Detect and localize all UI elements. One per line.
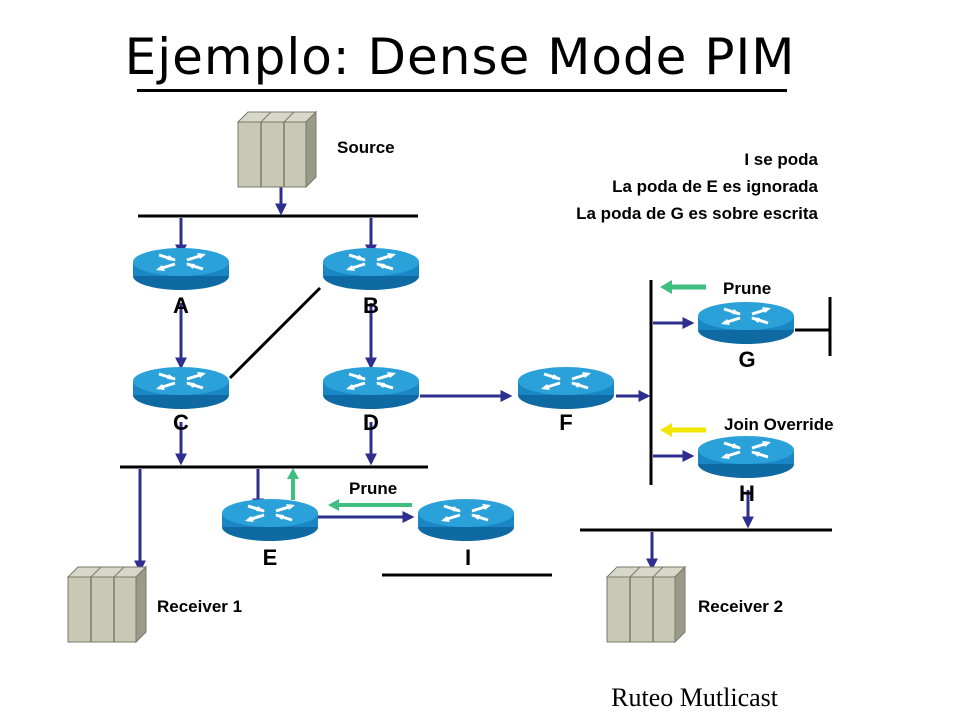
router-e-label: E [262, 545, 278, 570]
source-server-icon [237, 111, 317, 188]
router-f-label: F [559, 410, 573, 435]
note-line-3: La poda de G es sobre escrita [576, 204, 818, 223]
prune-arrow-e [287, 468, 299, 500]
router-b-label: B [363, 293, 379, 318]
footer-label: Ruteo Mutlicast [611, 683, 778, 712]
join-override-arrow [660, 423, 706, 437]
title-underline [137, 89, 787, 92]
router-f-icon [516, 365, 616, 411]
lan-segments [120, 214, 832, 577]
router-i-label: I [464, 545, 472, 570]
notes-block: I se poda La poda de E es ignorada La po… [576, 146, 818, 227]
join-override-label: Join Override [724, 415, 834, 434]
source-label: Source [337, 138, 395, 157]
router-e-icon [220, 497, 320, 543]
router-i-icon [416, 497, 516, 543]
router-c-icon [131, 365, 231, 411]
prune-g-label: Prune [723, 279, 772, 298]
receiver1-label: Receiver 1 [157, 597, 243, 616]
router-d-label: D [363, 410, 379, 435]
multicast-flow-arrows [134, 182, 754, 573]
router-a-label: A [173, 293, 189, 318]
router-h-label: H [739, 481, 755, 506]
prune-arrow-i [328, 499, 412, 511]
receiver2-server-icon [606, 566, 686, 643]
note-line-2: La poda de E es ignorada [612, 177, 818, 196]
router-c-label: C [173, 410, 189, 435]
receiver1-server-icon [67, 566, 147, 643]
router-h-icon [696, 434, 796, 480]
note-line-1: I se poda [744, 150, 818, 169]
prune-i-label: Prune [349, 479, 398, 498]
router-b-icon [321, 246, 421, 292]
router-g-icon [696, 300, 796, 346]
link-b-c [228, 286, 322, 380]
page-title: Ejemplo: Dense Mode PIM [124, 28, 796, 86]
router-g-label: G [738, 347, 756, 372]
router-a-icon [131, 246, 231, 292]
router-d-icon [321, 365, 421, 411]
receiver2-label: Receiver 2 [698, 597, 784, 616]
prune-arrow-g [660, 280, 706, 294]
